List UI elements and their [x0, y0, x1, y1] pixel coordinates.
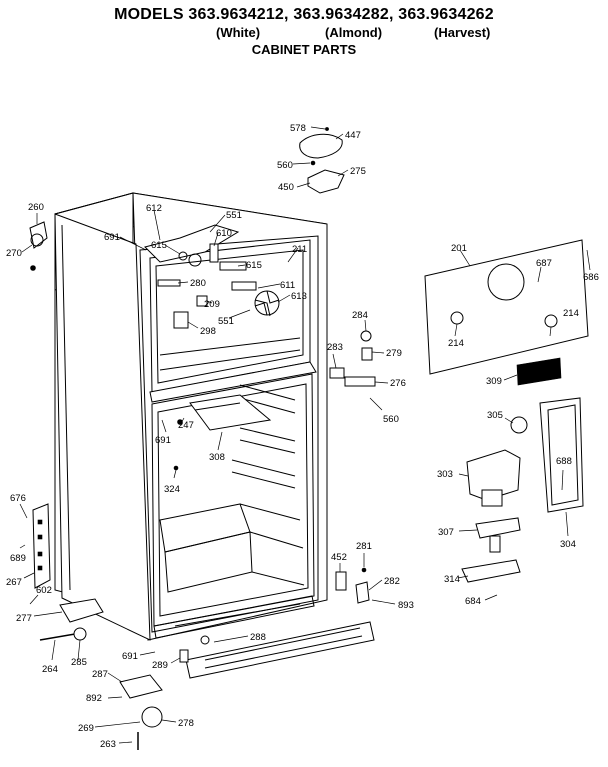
color-white-label: (White) [216, 25, 261, 40]
label-612: 612 [146, 203, 162, 214]
label-551: 551 [226, 210, 242, 221]
label-687: 687 [536, 258, 552, 269]
label-615: 615 [151, 240, 167, 251]
label-309: 309 [486, 376, 502, 387]
label-602: 602 [36, 585, 52, 596]
label-209: 209 [204, 299, 220, 310]
label-281: 281 [356, 541, 372, 552]
label-201: 201 [451, 243, 467, 254]
label-270: 270 [6, 248, 22, 259]
left-vent-panel [32, 503, 51, 589]
label-560: 560 [277, 160, 293, 171]
label-214b: 214 [563, 308, 579, 319]
label-211: 211 [292, 244, 307, 255]
label-305: 305 [487, 410, 503, 421]
label-560b: 560 [383, 414, 399, 425]
label-277: 277 [16, 613, 32, 624]
label-578: 578 [290, 123, 306, 134]
evaporator-cover-201 [424, 239, 589, 375]
label-269: 269 [78, 723, 94, 734]
label-691c: 691 [122, 651, 138, 662]
label-288: 288 [250, 632, 266, 643]
part-309-pad [516, 357, 562, 386]
label-264: 264 [42, 664, 58, 675]
label-260: 260 [28, 202, 44, 213]
models-title: MODELS 363.9634212, 363.9634282, 363.963… [114, 6, 494, 23]
label-307: 307 [438, 527, 454, 538]
label-613: 613 [291, 291, 307, 302]
diagram-header: MODELS 363.9634212, 363.9634282, 363.963… [0, 0, 608, 62]
label-282: 282 [384, 576, 400, 587]
right-lower-parts [335, 567, 370, 604]
label-278: 278 [178, 718, 194, 729]
label-688: 688 [556, 456, 572, 467]
label-280: 280 [190, 278, 206, 289]
top-hinge-group [299, 127, 345, 194]
label-892: 892 [86, 693, 102, 704]
label-676: 676 [10, 493, 26, 504]
part-305-knob [510, 416, 528, 434]
roller-parts-group [94, 649, 189, 750]
label-276: 276 [390, 378, 406, 389]
label-285: 285 [71, 657, 87, 668]
label-304: 304 [560, 539, 576, 550]
color-almond-label: (Almond) [325, 25, 383, 40]
leader-lines [19, 126, 591, 744]
leveling-parts-group [39, 598, 104, 641]
label-287: 287 [92, 669, 108, 680]
part-labels: 578 447 560 275 450 260 270 612 551 691 … [6, 123, 599, 750]
label-691b: 691 [155, 435, 171, 446]
label-447: 447 [345, 130, 361, 141]
label-689: 689 [10, 553, 26, 564]
label-615b: 615 [246, 260, 262, 271]
refrigerator-cabinet [54, 192, 328, 641]
label-283: 283 [327, 342, 343, 353]
label-452: 452 [331, 552, 347, 563]
label-267: 267 [6, 577, 22, 588]
left-hinge-group [29, 221, 48, 271]
label-893: 893 [398, 600, 414, 611]
bottom-grille-288 [185, 621, 375, 679]
label-263: 263 [100, 739, 116, 750]
label-214a: 214 [448, 338, 464, 349]
cabinet-parts-subtitle: CABINET PARTS [251, 42, 357, 57]
label-691: 691 [104, 232, 120, 243]
label-298: 298 [200, 326, 216, 337]
label-314: 314 [444, 574, 460, 585]
label-247: 247 [178, 420, 194, 431]
label-684: 684 [465, 596, 481, 607]
label-303: 303 [437, 469, 453, 480]
label-308: 308 [209, 452, 225, 463]
color-harvest-label: (Harvest) [434, 25, 491, 40]
label-611: 611 [280, 280, 295, 291]
label-610: 610 [216, 228, 232, 239]
label-275: 275 [350, 166, 366, 177]
label-686: 686 [583, 272, 599, 283]
label-324: 324 [164, 484, 180, 495]
label-279: 279 [386, 348, 402, 359]
latch-parts-group [329, 330, 376, 387]
label-551b: 551 [218, 316, 234, 327]
label-289: 289 [152, 660, 168, 671]
label-450: 450 [278, 182, 294, 193]
control-housing-group [461, 397, 584, 583]
label-284: 284 [352, 310, 368, 321]
